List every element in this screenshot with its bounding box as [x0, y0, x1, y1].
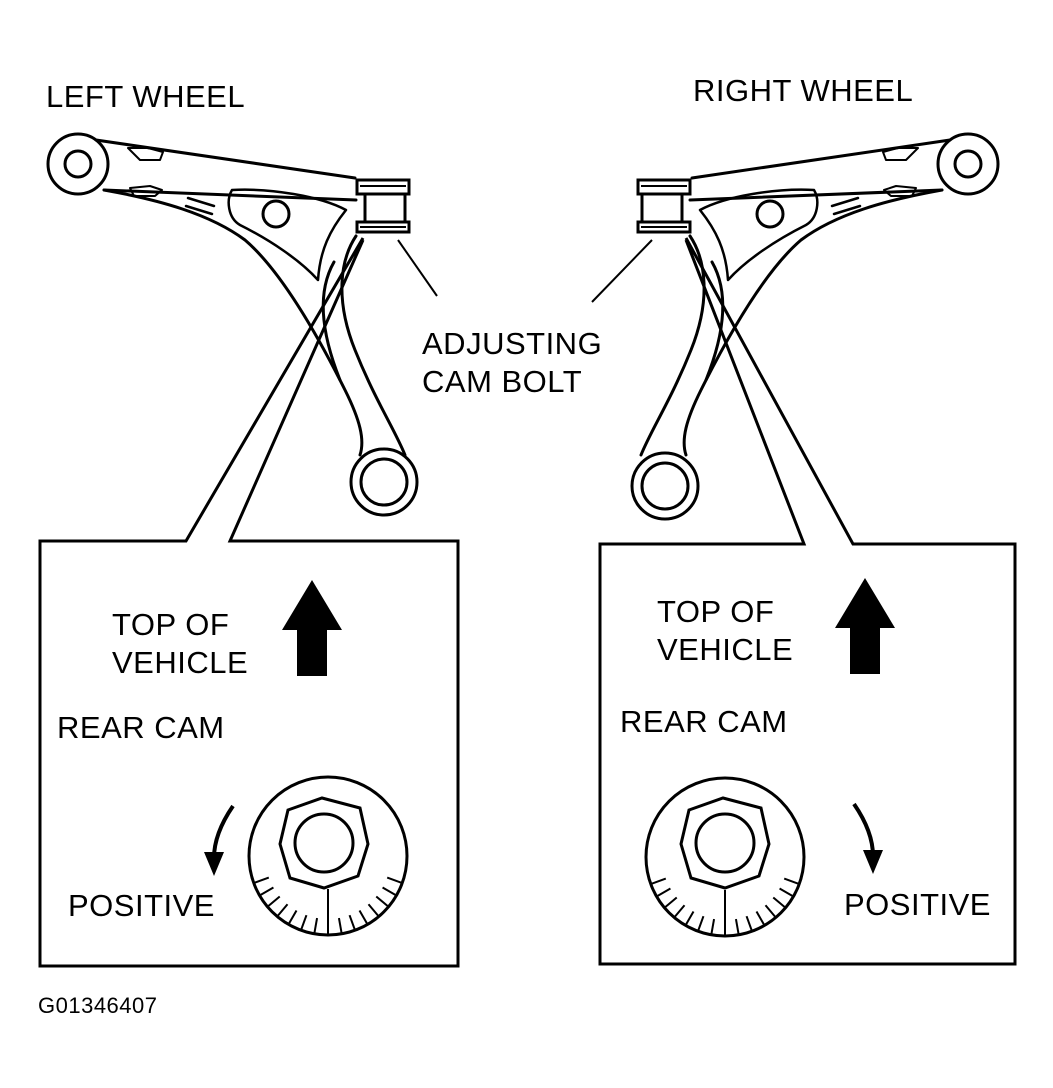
dial-tick: [254, 878, 269, 883]
dial-tick: [360, 911, 368, 925]
dial-tick: [314, 918, 317, 934]
dial-tick: [383, 888, 397, 896]
dial-tick: [780, 889, 794, 897]
dial-tick: [376, 896, 388, 906]
dial-tick: [339, 918, 342, 934]
left-rear-cam-label: REAR CAM: [57, 710, 225, 745]
left-top-of-vehicle-label: TOP OF VEHICLE: [112, 607, 249, 680]
dial-tick: [289, 911, 297, 925]
dial-tick: [260, 888, 274, 896]
dial-tick: [651, 879, 666, 884]
right-positive-label: POSITIVE: [844, 887, 991, 922]
left-detail-box: [40, 238, 458, 966]
right-control-arm-icon: [632, 134, 998, 519]
dial-tick: [773, 897, 785, 907]
dial-tick: [267, 896, 279, 906]
right-detail-box: [600, 238, 1015, 964]
dial-tick: [301, 915, 306, 930]
dial-tick: [686, 912, 694, 926]
left-cam-dial-icon: [249, 777, 407, 935]
right-up-arrow-icon: [835, 578, 895, 674]
dial-tick: [757, 912, 765, 926]
dial-tick: [664, 897, 676, 907]
left-wheel-label: LEFT WHEEL: [46, 79, 246, 114]
dial-tick: [368, 904, 378, 916]
right-wheel-label: RIGHT WHEEL: [693, 73, 914, 108]
dial-tick: [784, 879, 799, 884]
figure-id: G01346407: [38, 993, 158, 1018]
dial-tick: [277, 904, 287, 916]
left-up-arrow-icon: [282, 580, 342, 676]
dial-tick: [657, 889, 671, 897]
left-cam-bolt-icon: [357, 180, 409, 232]
dial-tick: [711, 919, 714, 935]
dial-tick: [674, 905, 684, 917]
dial-tick: [736, 919, 739, 935]
right-cam-bolt-icon: [638, 180, 690, 232]
left-positive-label: POSITIVE: [68, 888, 215, 923]
leader-lines: [398, 240, 652, 302]
dial-tick: [765, 905, 775, 917]
dial-tick: [387, 878, 402, 883]
right-curved-arrow-icon: [854, 804, 883, 874]
dial-tick: [747, 916, 752, 931]
dial-tick: [698, 916, 703, 931]
left-curved-arrow-icon: [204, 806, 233, 876]
adjusting-cam-bolt-label: ADJUSTING CAM BOLT: [422, 326, 603, 399]
right-rear-cam-label: REAR CAM: [620, 704, 788, 739]
left-control-arm-icon: [48, 134, 417, 515]
right-cam-dial-icon: [646, 778, 804, 936]
dial-tick: [350, 915, 355, 930]
right-top-of-vehicle-label: TOP OF VEHICLE: [657, 594, 794, 667]
